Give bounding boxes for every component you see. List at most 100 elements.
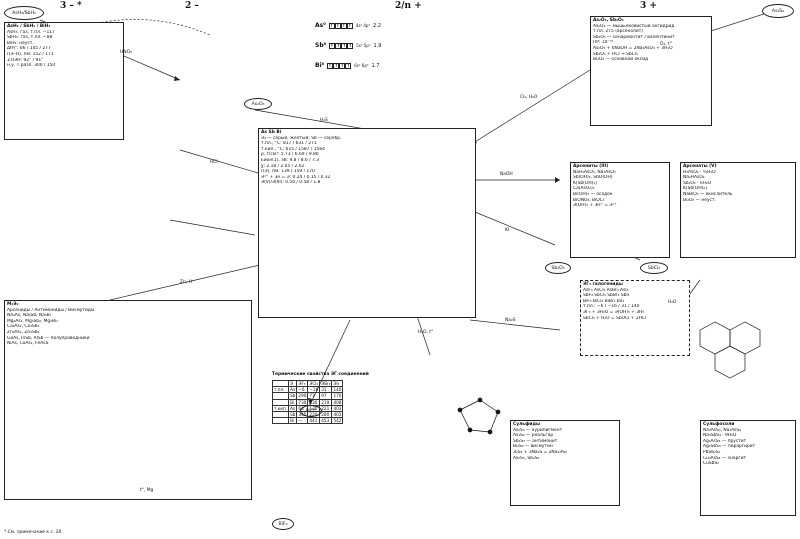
cage-structure bbox=[457, 397, 501, 435]
block-line: Eион(1), эВ: 9.8 / 8.6 / 7.3 bbox=[261, 157, 319, 163]
block-line: Ag₃SbS₃ — пираргирит bbox=[703, 444, 756, 450]
block-line: Sb₂O₅ · nH₂O bbox=[683, 180, 712, 186]
block-line: ∆fH°: 66 / 145 / 277 bbox=[7, 46, 51, 52]
block-line: Арсениды / Антимониды / Висмутиды bbox=[7, 307, 95, 313]
element-config: 4s² 4p³ bbox=[355, 23, 371, 28]
block-line: As₂S₃ — аурипигмент bbox=[513, 427, 563, 433]
table-cell: 441 bbox=[307, 417, 321, 425]
block-line: Sb₂O₃ — сенармонтит / валентинит bbox=[593, 34, 675, 40]
edge-label: HCl bbox=[210, 160, 218, 165]
table-cell: As bbox=[288, 386, 298, 394]
table-cell bbox=[271, 417, 290, 425]
orbital-boxes: ↑↓↑↑↑ bbox=[328, 23, 353, 29]
header-right: 3 + bbox=[640, 1, 657, 11]
block-line: CuSbS₂ bbox=[703, 461, 719, 467]
edge-line bbox=[179, 149, 266, 176]
block-line: Ag₃AsS₃ — прустит bbox=[703, 438, 747, 444]
block-oxides: As₂O₃, Sb₂O₃ As₂O₃ — мышьяковистый ангид… bbox=[590, 16, 712, 126]
arrow-head bbox=[174, 76, 180, 81]
table-cell: 219 bbox=[319, 398, 333, 406]
block-line: Sb₂O₃ + HCl → SbCl₃ bbox=[593, 51, 638, 57]
table-cell: As bbox=[288, 404, 298, 413]
table-cell: 453 bbox=[319, 417, 333, 425]
block-thiosalts: Сульфосоли Na₃AsS₃, Na₃AsS₄ Na₃SbS₄ · 9H… bbox=[700, 420, 796, 516]
table-cell: 403 bbox=[331, 404, 344, 413]
block-line: SbCl₃ + H₂O = SbOCl + 2HCl bbox=[583, 315, 647, 321]
edge-line bbox=[469, 319, 561, 331]
block-line: r(Э–H), пм: 152 / 171 bbox=[7, 51, 54, 57]
table-cell: Sb bbox=[288, 392, 298, 400]
edge-line bbox=[469, 209, 556, 246]
header-left: 3 – * bbox=[60, 1, 82, 11]
block-line: ρ, г/см³: 5.73 / 6.69 / 9.80 bbox=[261, 152, 319, 158]
element-en: 1.7 bbox=[371, 62, 380, 69]
table-cell: т.кип. bbox=[271, 404, 290, 413]
header-center: 2/n + bbox=[395, 1, 422, 11]
table-header-cell: ЭBr₃ bbox=[319, 379, 333, 388]
element-row-as: As⁰ ↑↓↑↑↑ 4s² 4p³ 2.2 bbox=[315, 22, 381, 29]
table-cell: 401 bbox=[331, 410, 344, 419]
edge-label: t°, Mg bbox=[140, 488, 154, 493]
block-title: As₂O₃, Sb₂O₃ bbox=[593, 18, 624, 23]
block-line: AsH₃: газ, т.пл. −117 bbox=[7, 29, 55, 35]
edge-label: O₂, t° bbox=[660, 42, 672, 47]
table-cell: Bi bbox=[288, 398, 298, 406]
block-line: Na₃As, Na₃Sb, Na₃Bi bbox=[7, 313, 51, 319]
block-line: BiF₃ BiCl₃ BiBr₃ BiI₃ bbox=[583, 298, 625, 304]
block-line: BiH₃: неуст. bbox=[7, 40, 34, 46]
node-sb2o3: Sb₂O₃ bbox=[545, 262, 571, 274]
block-line: Sb₂S₃ — антимонит bbox=[513, 438, 558, 444]
table-title: Термические свойства ЭГ соединений bbox=[272, 372, 369, 377]
table-cell: 97 bbox=[319, 392, 333, 400]
table-cell: 170 bbox=[331, 392, 344, 400]
node-sbcl3: SbCl₃ bbox=[640, 262, 668, 274]
arrow-head bbox=[555, 177, 560, 183]
block-line: ЭГ₃ + 3H₂O = Э(OH)₃ + 3HГ bbox=[583, 309, 646, 315]
block-line: Zn₃As₂, Zn₃Sb₂ bbox=[7, 329, 40, 335]
node-as2o3: As₂O₃ bbox=[244, 98, 272, 110]
edge-label: HNO₃ bbox=[120, 50, 132, 55]
table-cell: 730 bbox=[296, 398, 309, 406]
block-properties: As Sb Bi Э₄ — серый, жёлтый; Sb — серебр… bbox=[258, 128, 476, 318]
block-line: Э³⁺ + 3e = Э: 0.24 / 0.15 / 0.32 bbox=[261, 174, 331, 180]
block-line: Na₃AsS₃, Na₃AsS₄ bbox=[703, 427, 741, 433]
table-header-cell: ЭCl₃ bbox=[307, 379, 321, 388]
block-line: K[Sb(OH)₄] bbox=[573, 180, 597, 186]
table-cell: 290 bbox=[296, 392, 309, 400]
block-title: Арсенаты (V) bbox=[683, 164, 717, 169]
block-line: т.пл. 275 (арсенолит) bbox=[593, 29, 643, 35]
block-line: т.кип., °C: 615 / 1587 / 1564 bbox=[261, 146, 325, 152]
block-line: GaAs, InSb, AlSb — полупроводники bbox=[7, 335, 90, 341]
block-line: Э(V)/Э(III): 0.56 / 0.58 / 1.8 bbox=[261, 180, 321, 186]
block-line: As₄S₄ — реальгар bbox=[513, 433, 554, 439]
block-line: NaBiO₃ — окислитель bbox=[683, 191, 733, 197]
node-as4s6: As₄S₆ bbox=[762, 4, 794, 18]
block-line: Cu₃AsS₄ — энаргит bbox=[703, 455, 747, 461]
edge-label: Cl₂, H₂O bbox=[520, 95, 538, 100]
table-cell: 63 bbox=[296, 404, 309, 413]
ring-structure bbox=[699, 321, 761, 379]
table-cell: −16 bbox=[307, 386, 321, 394]
block-line: r(Э), пм: 139 / 159 / 170 bbox=[261, 169, 315, 175]
block-line: Ca(AsO₂)₂ bbox=[573, 186, 595, 192]
table-cell: Sb bbox=[288, 410, 298, 419]
orbital-boxes: ↑↓↑↑↑ bbox=[327, 63, 352, 69]
table-header-row: Э ЭF₃ ЭCl₃ ЭBr₃ ЭI₃ bbox=[271, 379, 344, 388]
block-halides: ЭГ₃ галогениды AsF₃ AsCl₃ AsBr₃ AsI₃ SbF… bbox=[580, 280, 690, 356]
header-mid: 2 – bbox=[185, 1, 199, 11]
table-cell: 408 bbox=[331, 398, 344, 406]
block-line: K[Sb(OH)₆] bbox=[683, 186, 707, 192]
footnote: * См. примечание к с. 18 bbox=[4, 530, 62, 535]
table-cell: Bi bbox=[288, 417, 298, 425]
block-line: As₂S₅, Sb₂S₅ bbox=[513, 455, 540, 461]
edge-line bbox=[109, 264, 261, 301]
block-hydrides: AsH₃ / SbH₃ / BiH₃ AsH₃: газ, т.пл. −117… bbox=[4, 22, 124, 140]
table-cell: −6 bbox=[296, 386, 309, 394]
edge-label: H₂O, t° bbox=[418, 330, 434, 335]
block-title: ЭГ₃ галогениды bbox=[583, 282, 623, 287]
